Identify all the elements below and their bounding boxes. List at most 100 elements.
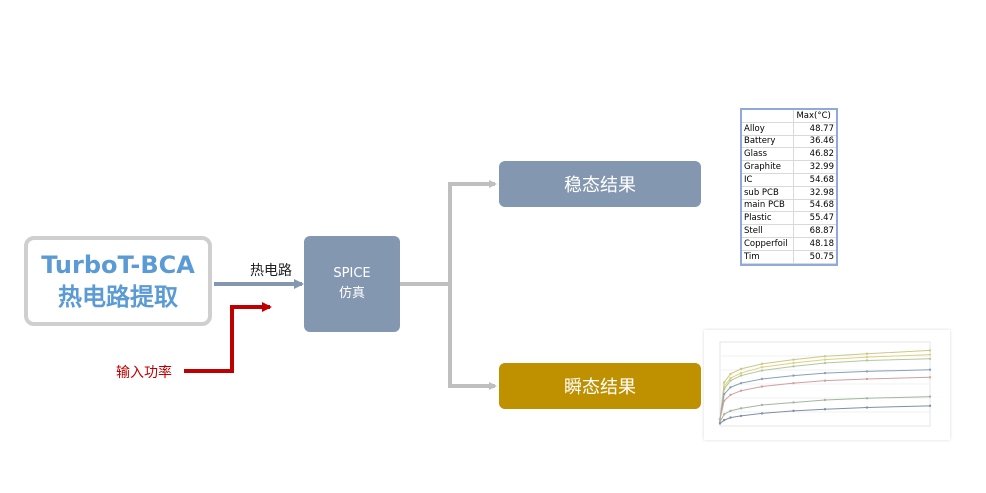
chart-point xyxy=(739,381,743,385)
turbot-bca-box: TurboT-BCA 热电路提取 xyxy=(24,236,212,326)
steady-result-label: 稳态结果 xyxy=(564,175,636,196)
table-cell-name: Tim xyxy=(742,250,795,264)
chart-point xyxy=(729,386,732,389)
chart-point xyxy=(792,401,795,404)
chart-point xyxy=(928,376,932,379)
table-cell-name: main PCB xyxy=(742,199,795,213)
chart-point xyxy=(760,377,764,381)
power-arrow xyxy=(184,302,272,373)
chart-point xyxy=(823,361,827,365)
chart-point xyxy=(792,374,795,377)
chart-point xyxy=(739,414,743,418)
chart-point xyxy=(723,381,726,384)
chart-point xyxy=(760,403,764,407)
chart-point xyxy=(792,358,795,361)
chart-point xyxy=(823,355,827,358)
chart-point xyxy=(792,365,795,368)
transient-result-label: 瞬态结果 xyxy=(564,377,636,398)
chart-point xyxy=(792,381,795,385)
chart-point xyxy=(823,371,827,375)
chart-point xyxy=(723,418,726,422)
chart-point xyxy=(729,379,732,382)
chart-point xyxy=(739,371,743,375)
table-cell-value: 46.82 xyxy=(793,147,836,162)
chart-point xyxy=(928,353,932,356)
chart-point xyxy=(823,379,827,382)
table-cell-name: Glass xyxy=(742,147,795,162)
table-cell-value: 32.99 xyxy=(793,160,836,174)
spice-title: SPICE xyxy=(333,266,371,281)
chart-point xyxy=(729,372,732,376)
chart-point xyxy=(729,376,732,380)
table-cell-name: Battery xyxy=(742,135,795,149)
chart-point xyxy=(928,368,932,371)
table-cell-name: Graphite xyxy=(742,160,795,174)
table-cell-name: Plastic xyxy=(742,211,795,226)
chart-point xyxy=(723,413,726,416)
table-cell-value: 48.77 xyxy=(793,122,836,136)
chart-point xyxy=(739,367,743,371)
chart-point xyxy=(865,355,869,359)
transient-arrow xyxy=(448,282,497,390)
chart-point xyxy=(865,406,869,409)
chart-point xyxy=(792,409,795,413)
chart-point xyxy=(718,422,722,425)
table-cell-value: 55.47 xyxy=(793,211,836,226)
chart-point xyxy=(723,392,726,396)
table-cell-value: 48.18 xyxy=(793,237,836,251)
chart-point xyxy=(865,370,869,373)
chart-point xyxy=(729,409,732,413)
chart-point xyxy=(865,352,869,355)
table-cell-value: 54.68 xyxy=(793,199,836,213)
chart-point xyxy=(739,374,743,377)
steady-arrow xyxy=(448,180,497,286)
transient-result-box: 瞬态结果 xyxy=(499,363,701,409)
table-header-blank xyxy=(742,110,795,123)
table-header-row: Max(°C) xyxy=(742,110,836,123)
chart-point xyxy=(739,389,743,392)
chart-point xyxy=(729,393,732,397)
chart-point xyxy=(928,349,932,352)
chart-point xyxy=(723,399,726,402)
table-cell-name: Stell xyxy=(742,224,795,238)
table-cell-value: 50.75 xyxy=(793,250,836,264)
chart-point xyxy=(865,397,869,400)
transient-chart-svg xyxy=(718,341,932,427)
chart-point xyxy=(739,407,743,410)
power-label: 输入功率 xyxy=(116,365,172,381)
chart-point xyxy=(928,357,932,360)
table-cell-value: 54.68 xyxy=(793,173,836,187)
chart-point xyxy=(723,385,726,388)
chart-point xyxy=(823,358,827,361)
table-header-max: Max(°C) xyxy=(793,110,836,123)
chart-point xyxy=(865,377,869,381)
chart-point xyxy=(760,369,764,372)
table-cell-name: sub PCB xyxy=(742,186,795,200)
chart-point xyxy=(760,385,764,388)
circuit-label: 热电路 xyxy=(250,263,292,279)
chart-point xyxy=(760,362,764,366)
table-cell-name: IC xyxy=(742,173,795,187)
table-cell-name: Copperfoil xyxy=(742,237,795,251)
table-cell-value: 36.46 xyxy=(793,135,836,149)
steady-result-box: 稳态结果 xyxy=(499,161,701,207)
chart-point xyxy=(865,359,869,362)
spice-box: SPICE 仿真 xyxy=(304,236,400,332)
table-cell-value: 32.98 xyxy=(793,186,836,200)
transient-chart xyxy=(704,330,950,440)
chart-point xyxy=(723,387,726,391)
chart-point xyxy=(823,408,827,411)
